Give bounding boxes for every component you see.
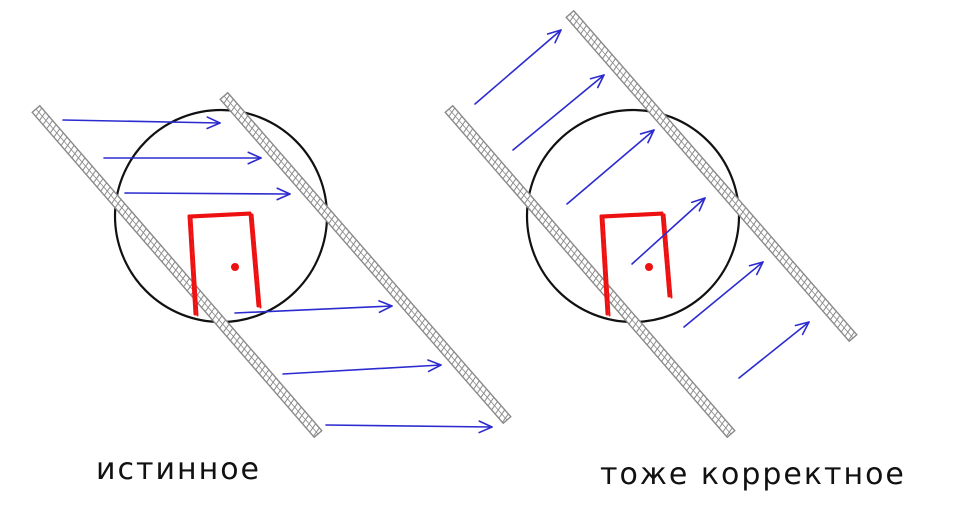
left-arrow-3 <box>124 187 291 201</box>
left-plate-far-hatching <box>223 94 509 423</box>
right-plate-near-midline <box>448 108 732 435</box>
right-arrow-6-head <box>794 321 810 336</box>
right-arrow-1 <box>474 29 562 105</box>
left-plate-near-midline <box>35 108 319 435</box>
left-plate-far <box>219 91 512 425</box>
right-arrow-4 <box>631 197 706 265</box>
right-plate-far-midline <box>569 13 854 339</box>
left-arrow-2-head <box>247 151 262 165</box>
left-door-icon-stroke-b <box>190 213 262 317</box>
right-arrow-6-shaft <box>738 321 810 379</box>
right-plate-near <box>444 104 736 439</box>
right-panel <box>444 9 858 439</box>
right-arrow-1-shaft <box>474 29 562 105</box>
right-plate-far <box>565 9 858 343</box>
right-arrow-2 <box>512 74 605 151</box>
left-arrow-3-shaft <box>124 192 291 195</box>
right-arrow-6 <box>738 321 810 379</box>
right-arrow-3-shaft <box>566 129 655 205</box>
right-door-icon <box>599 211 673 317</box>
right-plate-near-hatching <box>448 107 733 437</box>
left-arrow-4 <box>234 300 393 314</box>
left-arrow-1 <box>62 116 221 130</box>
left-arrow-6-shaft <box>325 424 493 428</box>
right-arrow-1-head <box>546 29 562 44</box>
right-point-icon <box>645 263 653 271</box>
right-arrow-3-head <box>639 129 655 144</box>
right-arrow-5-shaft <box>683 261 764 328</box>
left-arrow-4-shaft <box>234 305 393 314</box>
right-arrow-5-head <box>748 261 764 276</box>
right-plate-far-hatching <box>569 12 855 341</box>
left-arrow-2 <box>103 151 262 165</box>
right-arrow-5 <box>683 261 764 328</box>
right-arrow-4-shaft <box>631 197 706 265</box>
right-door-icon-stroke-a <box>599 211 671 316</box>
left-arrow-6 <box>325 420 493 434</box>
left-door-icon-stroke-a <box>187 211 260 316</box>
right-arrow-4-head <box>690 197 706 212</box>
left-panel <box>31 91 512 439</box>
left-plate-near <box>31 104 323 439</box>
left-arrow-5-shaft <box>282 364 442 375</box>
right-arrow-2-head <box>589 74 605 89</box>
caption-also-correct: тоже корректное <box>600 457 906 492</box>
left-point-icon <box>231 263 239 271</box>
left-plate-near-hatching <box>35 107 320 437</box>
right-arrow-3 <box>566 129 655 205</box>
caption-true: истинное <box>96 452 262 487</box>
left-arrow-1-shaft <box>62 119 221 124</box>
left-plate-far-midline <box>223 95 508 421</box>
right-door-icon-stroke-b <box>602 213 673 317</box>
left-arrow-5 <box>282 359 442 375</box>
left-arrow-4-head <box>378 300 393 314</box>
left-arrow-6-head <box>478 420 493 434</box>
left-arrow-3-head <box>276 187 291 201</box>
left-door-icon <box>187 211 262 317</box>
left-arrow-1-head <box>206 116 221 130</box>
left-arrow-5-head <box>427 359 442 373</box>
right-arrow-2-shaft <box>512 74 605 151</box>
